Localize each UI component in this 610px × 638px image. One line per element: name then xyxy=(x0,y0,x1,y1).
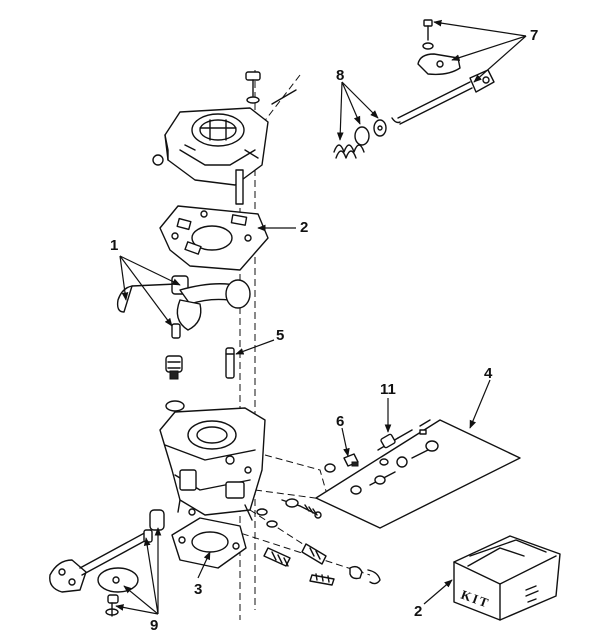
seat-gasket xyxy=(165,400,185,412)
loose-parts xyxy=(324,453,359,473)
callout-11: 11 xyxy=(380,381,396,398)
callout-7: 7 xyxy=(530,27,538,44)
kit-box: KIT xyxy=(453,535,561,621)
throttle-body xyxy=(152,107,269,186)
top-screw xyxy=(245,71,261,104)
choke-shaft-assembly xyxy=(49,509,165,617)
callout-2-gasket: 2 xyxy=(300,219,308,236)
kit-card xyxy=(315,419,521,529)
float-assembly xyxy=(116,275,251,339)
washer xyxy=(256,508,268,516)
callout-5: 5 xyxy=(276,327,284,344)
gasket-plate xyxy=(159,205,269,271)
carburetor-body xyxy=(159,407,266,521)
callout-4: 4 xyxy=(484,365,493,382)
pin xyxy=(271,89,297,105)
leader-lines xyxy=(115,19,527,615)
washer xyxy=(266,520,278,528)
spring-assembly xyxy=(333,119,387,159)
needle-valve xyxy=(377,419,431,451)
callout-9: 9 xyxy=(150,617,158,634)
clip xyxy=(349,565,381,585)
callout-1: 1 xyxy=(110,237,118,254)
flange-gasket xyxy=(171,517,247,569)
throttle-shaft-assembly xyxy=(391,19,495,125)
idle-jet xyxy=(225,347,235,379)
callout-6: 6 xyxy=(336,413,344,430)
vertical-pin xyxy=(235,169,244,205)
mixture-screw-lower xyxy=(263,543,335,586)
callout-3: 3 xyxy=(194,581,202,598)
needle-seat xyxy=(165,355,183,380)
mixture-screw-upper xyxy=(281,498,322,519)
callout-2-kit: 2 xyxy=(414,603,422,620)
callout-8: 8 xyxy=(336,67,344,84)
